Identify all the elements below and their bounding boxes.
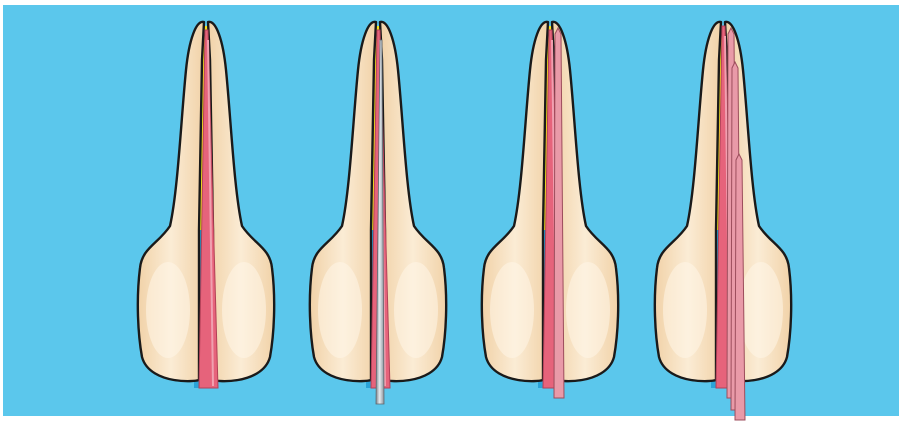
crown-highlight-left-step-4 <box>663 262 707 358</box>
crown-highlight-left-step-1 <box>146 262 190 358</box>
crown-highlight-left-step-2 <box>318 262 362 358</box>
crown-highlight-right-step-1 <box>222 262 266 358</box>
crown-highlight-right-step-3 <box>566 262 610 358</box>
crown-highlight-right-step-4 <box>739 262 783 358</box>
crown-highlight-left-step-3 <box>490 262 534 358</box>
crown-highlight-right-step-2 <box>394 262 438 358</box>
